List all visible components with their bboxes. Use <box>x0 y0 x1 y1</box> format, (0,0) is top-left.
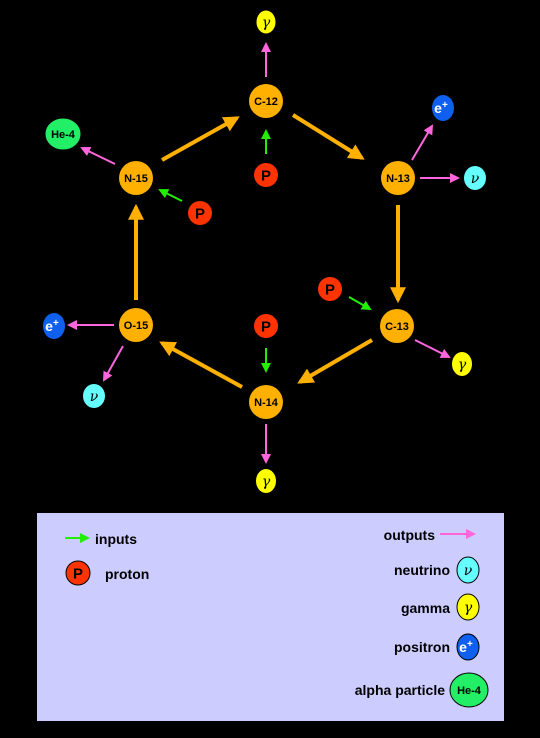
gamma-n14: γ <box>256 469 276 493</box>
neutrino-o15: ν <box>83 384 105 408</box>
legend-panel <box>37 513 504 721</box>
svg-text:e+: e+ <box>459 639 473 655</box>
arrow-c13-to-n14 <box>297 338 374 384</box>
nucleus-n13-label: N-13 <box>386 173 410 185</box>
output-arrow-o15-neutrino <box>103 345 124 382</box>
svg-text:P: P <box>261 168 271 185</box>
svg-text:e+: e+ <box>45 318 59 334</box>
legend-proton-label: proton <box>105 566 149 582</box>
legend-inputs-label: inputs <box>95 531 137 547</box>
svg-text:P: P <box>261 319 271 336</box>
positron-n13: e+ <box>432 95 454 121</box>
arrow-n15-to-c12 <box>161 116 240 162</box>
nucleus-n15: N-15 <box>119 161 153 195</box>
input-arrows <box>158 129 372 373</box>
proton-n14: P <box>254 314 278 338</box>
legend-outputs-label: outputs <box>384 527 436 543</box>
legend-alpha: alpha particle He-4 <box>355 672 489 708</box>
svg-text:γ: γ <box>262 474 271 490</box>
proton-c12: P <box>254 163 278 187</box>
nucleus-n13: N-13 <box>381 161 415 195</box>
svg-text:He-4: He-4 <box>457 685 482 697</box>
nucleus-n14: N-14 <box>249 385 283 419</box>
output-arrow-c13-gamma <box>414 339 451 358</box>
legend-neutrino: neutrino ν <box>394 556 480 584</box>
svg-text:P: P <box>195 206 205 223</box>
nucleus-c13: C-13 <box>380 309 414 343</box>
alpha-particle-n15: He-4 <box>44 117 82 151</box>
neutrino-n13: ν <box>464 166 486 190</box>
legend-inputs: inputs <box>65 531 137 547</box>
output-arrow-n13-positron <box>411 124 434 161</box>
output-arrows <box>67 42 460 464</box>
svg-text:He-4: He-4 <box>51 129 76 141</box>
nucleus-c12: C-12 <box>249 84 283 118</box>
svg-text:ν: ν <box>90 389 99 405</box>
nucleus-c13-label: C-13 <box>385 321 409 333</box>
legend-neutrino-label: neutrino <box>394 562 450 578</box>
svg-text:γ: γ <box>262 15 271 31</box>
output-arrow-n15-alpha <box>80 146 116 165</box>
svg-text:P: P <box>325 282 335 299</box>
gamma-c12: γ <box>255 9 277 35</box>
svg-text:ν: ν <box>471 171 480 187</box>
legend-gamma-label: gamma <box>401 600 450 616</box>
legend-positron-label: positron <box>394 639 450 655</box>
nucleus-o15-label: O-15 <box>124 320 148 332</box>
nucleus-n14-label: N-14 <box>254 397 279 409</box>
positron-o15: e+ <box>43 313 65 339</box>
legend-proton: P proton <box>65 560 149 586</box>
legend: inputs P proton outputs neutrino ν gamma… <box>37 513 504 721</box>
legend-outputs: outputs <box>384 527 476 543</box>
cycle-arrows <box>128 113 406 389</box>
arrow-n14-to-o15 <box>159 341 243 389</box>
nucleus-c12-label: C-12 <box>254 96 278 108</box>
input-arrow-c13 <box>348 296 372 310</box>
svg-text:P: P <box>73 566 83 583</box>
nucleus-n15-label: N-15 <box>124 173 148 185</box>
svg-text:ν: ν <box>464 563 473 579</box>
input-arrow-n15 <box>158 189 183 202</box>
svg-text:e+: e+ <box>434 100 448 116</box>
svg-text:γ: γ <box>458 357 467 373</box>
proton-n15: P <box>188 201 212 225</box>
proton-c13: P <box>318 277 342 301</box>
svg-text:γ: γ <box>464 600 473 616</box>
legend-positron: positron e+ <box>394 633 480 661</box>
legend-gamma: gamma γ <box>401 593 480 621</box>
arrow-c12-to-n13 <box>291 113 365 160</box>
legend-alpha-label: alpha particle <box>355 682 445 698</box>
nucleus-o15: O-15 <box>119 308 153 342</box>
gamma-c13: γ <box>452 352 472 376</box>
